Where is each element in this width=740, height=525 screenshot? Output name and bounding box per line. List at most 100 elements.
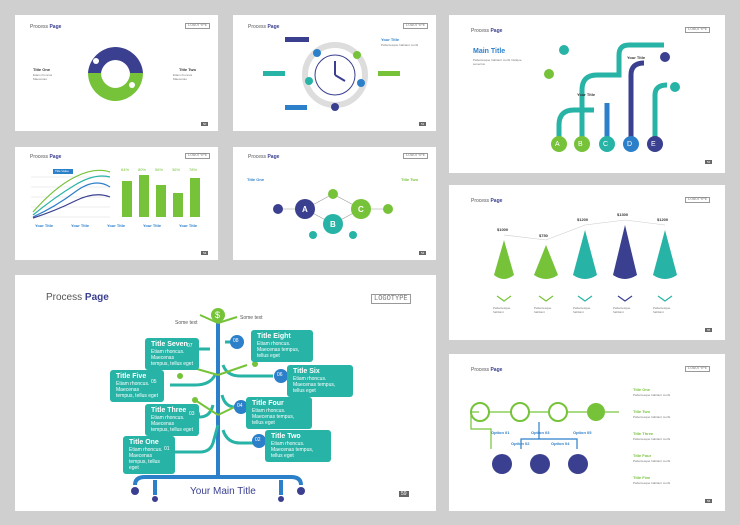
body-text: Etiam rhoncus Maecenas [33,73,53,81]
page-number: 51 [419,122,427,126]
cone-chart [494,219,677,302]
slide-cones[interactable]: Process Page LOGOTYPE $1000 $750 $1200 $… [449,185,725,340]
body-text: Pellentesque habitant morbi [381,43,419,47]
num-04: 04 [237,403,243,409]
percent-label: 80% [138,167,147,172]
body-text: Pellentesque habitant morbi [633,415,671,419]
side-title: Title One [633,387,651,392]
main-title: Your Main Title [190,486,256,497]
slide-clock[interactable]: Process Page LOGOTYPE Your Title Pellent… [233,15,436,131]
your-title: Your Title [107,223,126,228]
body-text: Pellentesque habitant [493,306,511,314]
your-title: Your Title [577,92,596,97]
value-label: $1300 [617,212,629,217]
letter-d: D [627,141,633,148]
letter-e: E [651,141,656,148]
title-value: Title Value [55,169,69,173]
options-flow [470,402,619,474]
clock-title: Your Title [381,37,400,42]
body-text: Pellentesque habitant morbi [633,437,671,441]
cycle-diagram [87,46,143,101]
page-number: 53 [201,251,209,255]
value-label: $1200 [657,217,669,222]
svg-text:$: $ [215,310,220,320]
page-number: 52 [705,160,713,164]
slide-header: Process Page [248,24,280,30]
side-title: Title Two [633,409,650,414]
bar-line-chart [31,169,200,219]
your-title: Your Title [179,223,198,228]
body-text: Pellentesque habitant morbi [633,459,671,463]
slide-cycle[interactable]: Process Page LOGOTYPE Title One Etiam rh… [15,15,218,131]
body-text: Pellentesque habitant [613,306,631,314]
slide-header: Process Page [471,367,503,373]
page-number: 54 [419,251,427,255]
slide-options[interactable]: Process Page LOGOTYPE Option 01 Option 0… [449,354,725,511]
num-01: 01 [164,446,170,452]
num-03: 03 [189,411,195,417]
body-text: Etiam rhoncus Maecenas [173,73,193,81]
body-text: Pellentesque habitant morbi [633,481,671,485]
percent-label: 36% [172,167,181,172]
title-two: Title Two [179,67,196,72]
main-title: Main Title [473,48,506,55]
page-number: 56 [705,499,713,503]
title-two: Title Two [401,177,418,182]
slide-header: Process Page [248,154,280,160]
page-number: 55 [705,328,713,332]
your-title: Your Title [35,223,54,228]
slide-network[interactable]: Process Page LOGOTYPE Title One Title Tw… [233,147,436,260]
logotype: LOGOTYPE [685,27,711,33]
body-text: Pellentesque habitant [573,306,591,314]
option-label: Option 01 [491,430,510,435]
side-title: Title Four [633,453,652,458]
node-c: C [358,205,364,214]
num-07: 07 [187,343,193,349]
clock-diagram [263,37,400,111]
slide-header: Process Page [30,24,62,30]
percent-label: 56% [155,167,164,172]
value-label: $1000 [497,227,509,232]
body-text: Pellentesque habitant [653,306,671,314]
slide-bars[interactable]: Process Page LOGOTYPE Title Value 64% 80… [15,147,218,260]
slide-header: Process Page [471,198,503,204]
your-title: Your Title [143,223,162,228]
num-06: 06 [277,372,283,378]
logotype: LOGOTYPE [185,153,211,159]
body-text: Pellentesque habitant morbi tristique se… [473,58,522,66]
node-b: B [330,220,336,229]
slide-header: Process Page [30,154,62,160]
logotype: LOGOTYPE [185,23,211,29]
option-label: Option 05 [573,430,592,435]
logotype: LOGOTYPE [685,197,711,203]
slide-header: Process Page [471,28,503,34]
body-text: Pellentesque habitant morbi [633,393,671,397]
logotype: LOGOTYPE [403,153,429,159]
logotype: LOGOTYPE [403,23,429,29]
side-title: Title Three [633,431,654,436]
network-diagram [273,189,393,239]
slide-tree[interactable]: Process Page LOGOTYPE $ [15,275,436,511]
tree-graphic: $ [131,308,305,502]
letter-a: A [555,141,560,148]
num-08: 08 [233,338,239,344]
value-label: $750 [539,233,548,238]
letter-c: C [603,141,609,148]
node-a: A [302,205,308,214]
some-text: Some text [175,320,198,326]
logotype: LOGOTYPE [685,366,711,372]
num-02: 02 [255,437,261,443]
body-text: Pellentesque habitant [534,306,552,314]
slide-header: Process Page [46,292,109,303]
logotype: LOGOTYPE [371,294,411,304]
option-label: Option 04 [551,441,570,446]
slide-letters[interactable]: Process Page LOGOTYPE Main Title Pellent… [449,15,725,173]
